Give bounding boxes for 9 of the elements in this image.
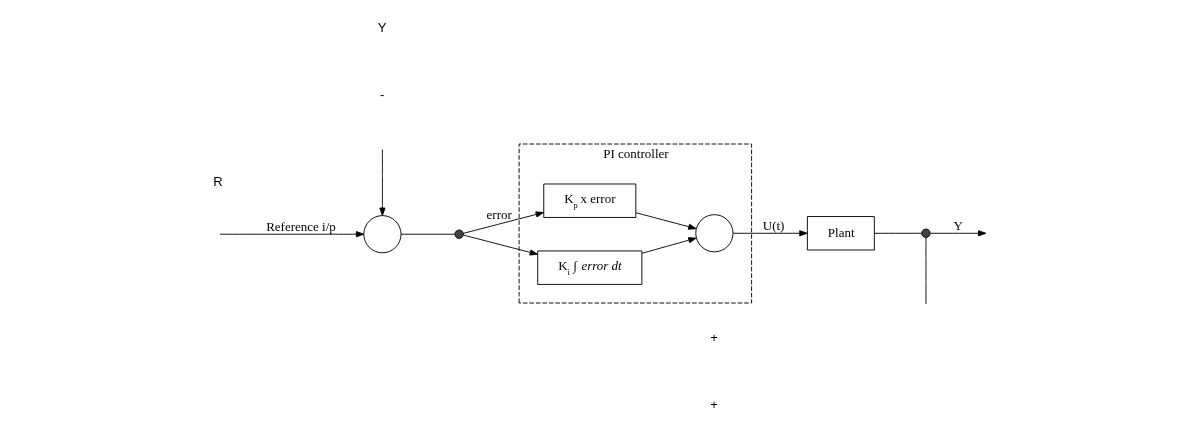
label: + xyxy=(710,329,718,345)
label: - xyxy=(380,87,385,103)
edge-label: Y xyxy=(953,217,963,233)
label: + xyxy=(710,396,718,412)
edge-label: U(t) xyxy=(762,217,785,233)
edge-label: Reference i/p xyxy=(266,218,336,234)
label: Y xyxy=(377,20,387,36)
label: R xyxy=(213,173,223,189)
edge-label: error xyxy=(486,206,512,222)
